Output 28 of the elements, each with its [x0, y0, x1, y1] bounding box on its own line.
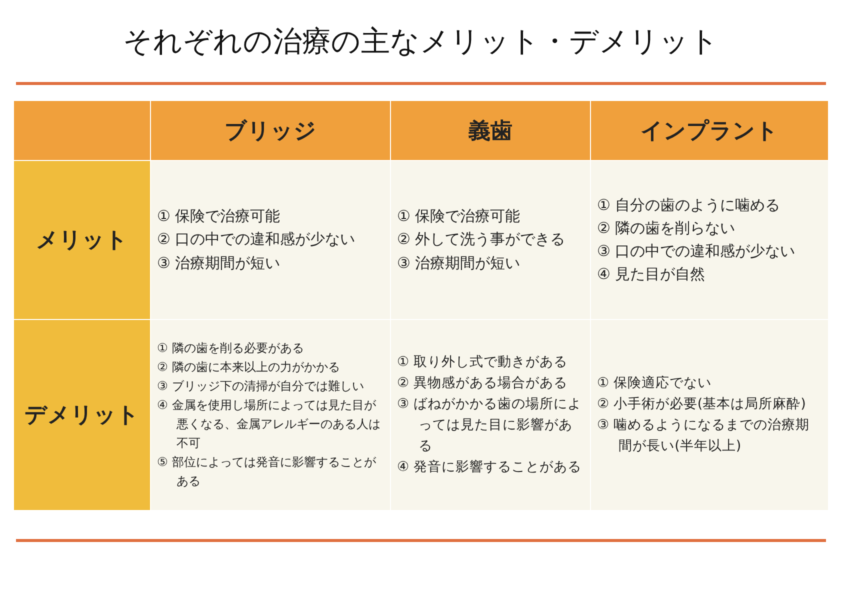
- column-heading: インプラント: [640, 118, 778, 146]
- column-heading: ブリッジ: [224, 118, 316, 146]
- list-item: ① 保険で治療可能: [157, 206, 282, 228]
- title: それぞれの治療の主なメリット・デメリット: [122, 23, 720, 60]
- list-item: ② 外して洗う事ができる: [397, 229, 566, 250]
- list-item: ① 自分の歯のように噛める: [597, 194, 782, 216]
- list-item: ① 隣の歯を削る必要がある: [157, 340, 305, 358]
- list-item: ③ 噛めるようになるまでの治療期間が長い(半年以上): [597, 416, 810, 456]
- list-item: ③ ブリッジ下の清掃が自分では難しい: [157, 378, 365, 396]
- row-heading: デメリット: [24, 402, 140, 430]
- list-item: ① 保険で治療可能: [397, 206, 522, 228]
- list-item: ② 隣の歯を削らない: [597, 218, 736, 239]
- list-item: ① 保険適応でない: [597, 374, 712, 394]
- list-item: ② 口の中での違和感が少ない: [157, 229, 356, 250]
- column-heading: 義歯: [468, 118, 512, 146]
- list-item: ② 小手術が必要(基本は局所麻酔): [597, 395, 807, 414]
- list-item: ② 異物感がある場合がある: [397, 374, 568, 394]
- list-item: ③ 治療期間が短い: [397, 252, 522, 274]
- list-item: ④ 金属を使用し場所によっては見た目が悪くなる、金属アレルギーのある人は不可: [157, 397, 382, 452]
- list-item: ① 取り外し式で動きがある: [397, 353, 568, 372]
- row-heading: メリット: [36, 227, 128, 255]
- list-item: ② 隣の歯に本来以上の力がかかる: [157, 359, 341, 376]
- list-item: ④ 見た目が自然: [597, 264, 706, 286]
- list-item: ④ 発音に影響することがある: [397, 458, 582, 477]
- list-item: ③ 治療期間が短い: [157, 252, 282, 274]
- list-item: ⑤ 部位によっては発音に影響することがある: [157, 454, 377, 490]
- list-item: ③ ばねがかかる歯の場所によっては見た目に影響がある: [397, 395, 582, 456]
- list-item: ③ 口の中での違和感が少ない: [597, 241, 796, 262]
